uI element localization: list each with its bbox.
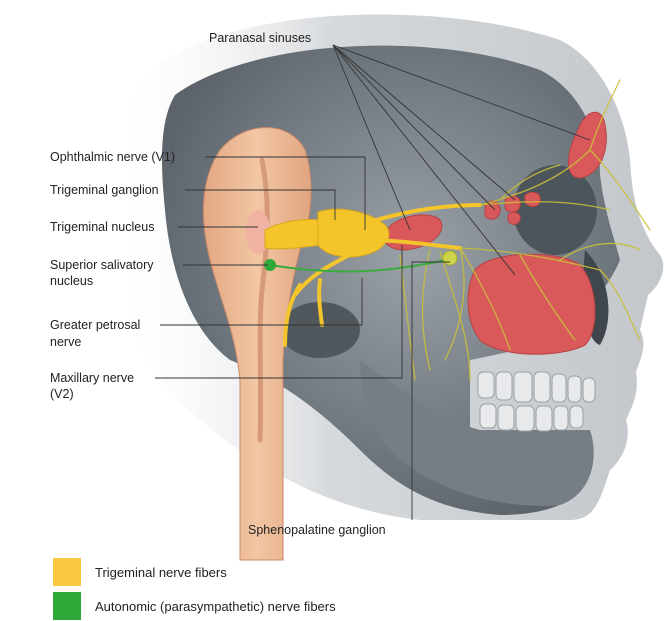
orbit [513,165,597,255]
ethmoid-sinus-4 [508,213,520,225]
label-ophthalmic-nerve: Ophthalmic nerve (V1) [50,149,175,165]
label-superior-salivatory-1: Superior salivatory [50,257,154,273]
legend-item-trigeminal: Trigeminal nerve fibers [53,557,227,587]
label-trigeminal-nucleus: Trigeminal nucleus [50,219,154,235]
maxillary-sinus [468,254,595,354]
legend-label-trigeminal: Trigeminal nerve fibers [95,565,227,580]
label-superior-salivatory-2: nucleus [50,273,93,289]
ethmoid-sinus-2 [505,196,520,212]
label-greater-petrosal-1: Greater petrosal [50,317,140,333]
legend-swatch-trigeminal [53,558,81,586]
label-maxillary-nerve-1: Maxillary nerve [50,370,134,386]
label-maxillary-nerve-2: (V2) [50,386,74,402]
legend-item-autonomic: Autonomic (parasympathetic) nerve fibers [53,591,336,621]
sphenopalatine-ganglion [443,251,457,265]
label-greater-petrosal-2: nerve [50,334,81,350]
label-sphenopalatine-ganglion: Sphenopalatine ganglion [248,522,386,538]
label-paranasal-sinuses: Paranasal sinuses [209,30,311,46]
legend-label-autonomic: Autonomic (parasympathetic) nerve fibers [95,599,336,614]
label-trigeminal-ganglion: Trigeminal ganglion [50,182,159,198]
legend-swatch-autonomic [53,592,81,620]
ethmoid-sinus-3 [525,192,540,206]
